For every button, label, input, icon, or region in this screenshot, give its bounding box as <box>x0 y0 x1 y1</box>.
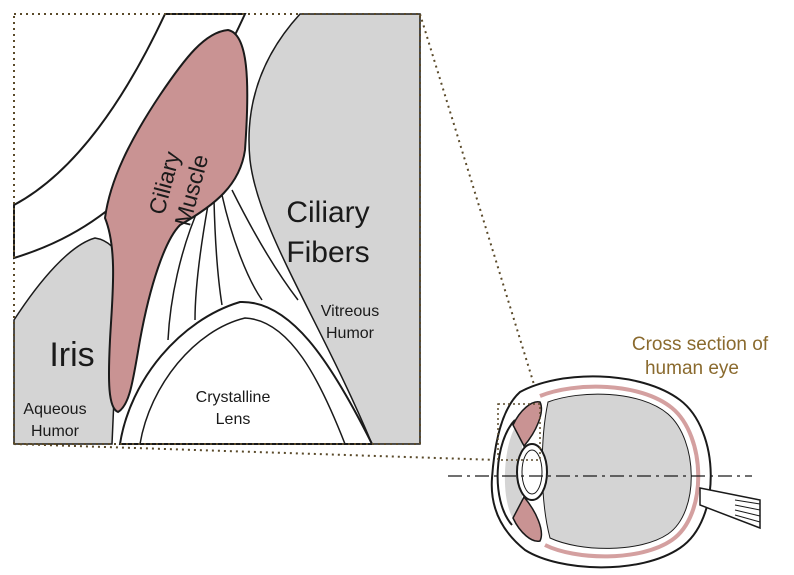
caption-line1: Cross section of <box>632 334 769 355</box>
eye-vitreous <box>542 394 691 548</box>
vitreous-label-line2: Humor <box>326 325 375 342</box>
ciliary-fibers-label-line1: Ciliary <box>286 196 369 229</box>
vitreous-label-line1: Vitreous <box>321 303 379 320</box>
iris-label: Iris <box>49 336 94 374</box>
ciliary-fibers-label-line2: Fibers <box>286 236 369 269</box>
lens-label-line2: Lens <box>216 411 251 428</box>
aqueous-label-line1: Aqueous <box>23 401 86 418</box>
lens-label-line1: Crystalline <box>196 389 271 406</box>
eye-cross-section <box>448 376 760 567</box>
zoom-inset: Ciliary Muscle Ciliary Fibers Vitreous H… <box>14 14 420 444</box>
aqueous-label-line2: Humor <box>31 423 80 440</box>
caption-line2: human eye <box>645 358 739 379</box>
